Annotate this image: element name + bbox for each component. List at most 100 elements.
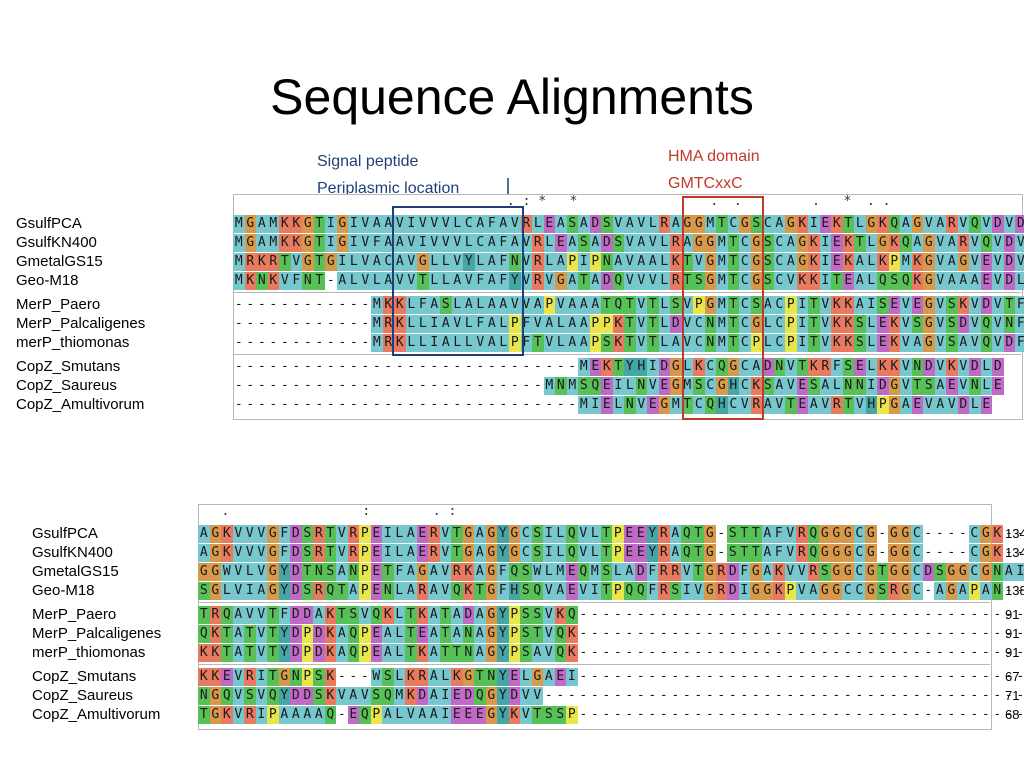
residue: P <box>359 544 371 562</box>
residue: - <box>774 669 783 684</box>
residue: - <box>613 626 622 641</box>
residue: L <box>371 272 383 290</box>
residue: W <box>221 563 233 581</box>
residue: - <box>292 297 301 312</box>
residue: - <box>935 626 944 641</box>
residue: K <box>209 625 221 643</box>
residue: - <box>809 607 818 622</box>
residue: C <box>968 525 980 543</box>
residue: R <box>428 525 440 543</box>
residue: - <box>372 378 381 393</box>
residue: - <box>774 707 783 722</box>
residue: - <box>1016 707 1024 722</box>
residue: V <box>934 315 946 333</box>
residue: - <box>717 688 726 703</box>
residue: V <box>520 272 532 290</box>
residue: A <box>934 215 946 233</box>
residue: A <box>543 668 555 686</box>
residue: - <box>315 397 324 412</box>
residue: V <box>934 234 946 252</box>
residue: - <box>901 688 910 703</box>
residue: I <box>543 525 555 543</box>
residue: K <box>612 315 624 333</box>
residue: - <box>315 335 324 350</box>
residue: G <box>865 215 877 233</box>
residue: N <box>462 625 474 643</box>
residue: G <box>485 563 497 581</box>
residue: G <box>485 582 497 600</box>
residue: V <box>439 563 451 581</box>
residue: - <box>981 645 990 660</box>
residue: K <box>612 334 624 352</box>
residue: D <box>922 563 934 581</box>
residue: A <box>957 272 969 290</box>
residue: F <box>474 315 486 333</box>
residue: L <box>393 706 405 724</box>
residue: - <box>958 545 967 560</box>
residue: K <box>554 606 566 624</box>
residue: Y <box>497 668 509 686</box>
residue: C <box>704 358 716 376</box>
residue: F <box>520 334 532 352</box>
residue: - <box>602 707 611 722</box>
residue: A <box>578 296 590 314</box>
residue: D <box>290 563 302 581</box>
residue: - <box>820 607 829 622</box>
residue: - <box>533 397 542 412</box>
residue: V <box>451 315 463 333</box>
residue: S <box>923 377 935 395</box>
sequence-name: CopZ_Smutans <box>32 668 137 685</box>
residue: K <box>796 272 808 290</box>
residue: E <box>842 272 854 290</box>
residue: P <box>566 253 578 271</box>
residue: S <box>854 315 866 333</box>
residue: K <box>808 253 820 271</box>
residue: S <box>600 563 612 581</box>
residue: L <box>451 215 463 233</box>
residue: P <box>612 582 624 600</box>
residue: - <box>441 378 450 393</box>
residue: E <box>347 706 359 724</box>
gmtcxxc-motif-label: GMTCxxC <box>668 175 743 192</box>
residue: - <box>935 526 944 541</box>
residue: P <box>359 525 371 543</box>
residue: T <box>601 296 613 314</box>
residue: S <box>440 296 452 314</box>
residue: R <box>670 234 682 252</box>
residue: T <box>750 525 762 543</box>
residue: - <box>694 707 703 722</box>
residue: - <box>579 626 588 641</box>
residue: - <box>625 626 634 641</box>
residue: - <box>763 688 772 703</box>
residue: - <box>970 607 979 622</box>
residue: T <box>727 296 739 314</box>
residue: V <box>681 563 693 581</box>
residue: - <box>924 545 933 560</box>
residue: - <box>659 688 668 703</box>
residue: V <box>785 377 797 395</box>
residue: K <box>877 215 889 233</box>
residue: - <box>487 397 496 412</box>
residue: L <box>554 525 566 543</box>
residue: I <box>439 706 451 724</box>
residue: V <box>992 253 1004 271</box>
group-separator <box>233 292 1021 293</box>
residue: H <box>716 396 728 414</box>
residue: V <box>739 396 751 414</box>
residue: K <box>209 644 221 662</box>
residue: C <box>773 234 785 252</box>
residue: I <box>819 272 831 290</box>
residue: G <box>865 525 877 543</box>
residue: C <box>911 525 923 543</box>
residue: T <box>854 234 866 252</box>
residue: I <box>382 525 394 543</box>
residue: D <box>992 215 1004 233</box>
residue: D <box>290 687 302 705</box>
residue-count: 67 <box>1005 669 1020 684</box>
residue: A <box>336 563 348 581</box>
residue: A <box>382 234 394 252</box>
residue: N <box>1003 315 1015 333</box>
residue: V <box>647 377 659 395</box>
residue: - <box>717 545 726 560</box>
residue: V <box>854 396 866 414</box>
